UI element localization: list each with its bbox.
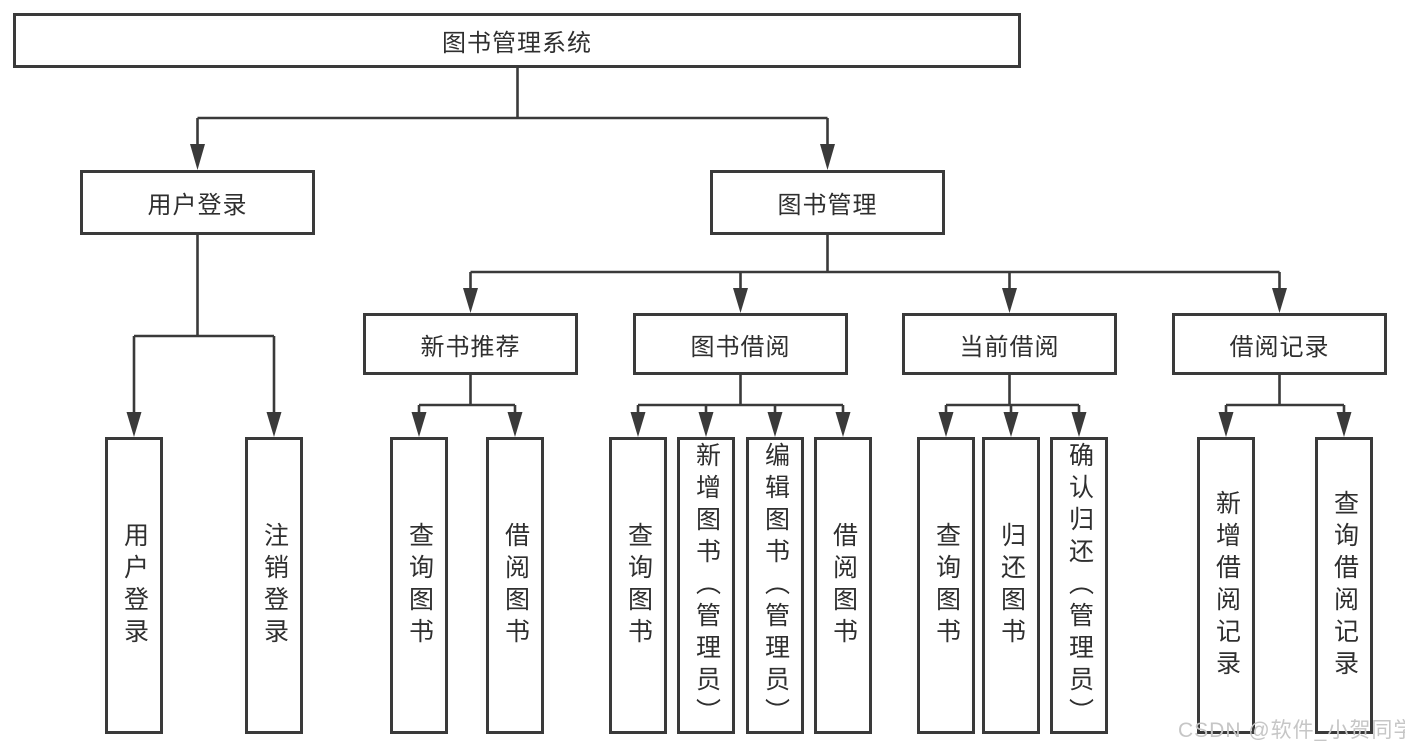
node-label: 借阅图书 — [501, 521, 530, 650]
node-label: 借阅记录 — [1229, 333, 1330, 361]
node-borrowing-records: 借阅记录 — [1172, 313, 1387, 375]
node-user-login-group: 用户登录 — [80, 170, 315, 235]
node-label: 归还图书 — [997, 521, 1026, 650]
node-leaf-borrow-books-2: 借阅图书 — [814, 437, 872, 734]
node-new-book-recommendation: 新书推荐 — [363, 313, 578, 375]
node-book-management-group: 图书管理 — [710, 170, 945, 235]
node-label: 新增图书（管理员） — [692, 441, 721, 730]
node-label: 用户登录 — [120, 521, 149, 650]
node-leaf-add-borrow-record: 新增借阅记录 — [1197, 437, 1255, 734]
node-label: 查询图书 — [405, 521, 434, 650]
node-current-borrowing: 当前借阅 — [902, 313, 1117, 375]
node-leaf-confirm-return-admin: 确认归还（管理员） — [1050, 437, 1108, 734]
node-leaf-user-login: 用户登录 — [105, 437, 163, 734]
node-leaf-query-borrow-record: 查询借阅记录 — [1315, 437, 1373, 734]
node-library-management-system: 图书管理系统 — [13, 13, 1021, 68]
node-label: 图书借阅 — [690, 333, 791, 361]
node-label: 确认归还（管理员） — [1065, 441, 1094, 730]
node-leaf-query-books-2: 查询图书 — [609, 437, 667, 734]
node-leaf-query-books-1: 查询图书 — [390, 437, 448, 734]
node-leaf-query-books-3: 查询图书 — [917, 437, 975, 734]
node-label: 查询图书 — [932, 521, 961, 650]
node-label: 编辑图书（管理员） — [761, 441, 790, 730]
node-leaf-edit-books-admin: 编辑图书（管理员） — [746, 437, 804, 734]
node-label: 查询图书 — [624, 521, 653, 650]
node-label: 图书管理 — [777, 192, 878, 219]
node-leaf-add-books-admin: 新增图书（管理员） — [677, 437, 735, 734]
node-label: 图书管理系统 — [442, 30, 592, 57]
node-book-borrowing: 图书借阅 — [633, 313, 848, 375]
node-leaf-borrow-books-1: 借阅图书 — [486, 437, 544, 734]
node-label: 新增借阅记录 — [1212, 489, 1241, 682]
node-label: 注销登录 — [260, 521, 289, 650]
node-leaf-logout: 注销登录 — [245, 437, 303, 734]
node-label: 查询借阅记录 — [1330, 489, 1359, 682]
node-label: 借阅图书 — [829, 521, 858, 650]
csdn-watermark: CSDN @软件_小贺同学 — [1178, 719, 1405, 742]
node-leaf-return-books: 归还图书 — [982, 437, 1040, 734]
node-label: 用户登录 — [147, 192, 248, 219]
node-label: 当前借阅 — [959, 333, 1060, 361]
node-label: 新书推荐 — [420, 333, 521, 361]
